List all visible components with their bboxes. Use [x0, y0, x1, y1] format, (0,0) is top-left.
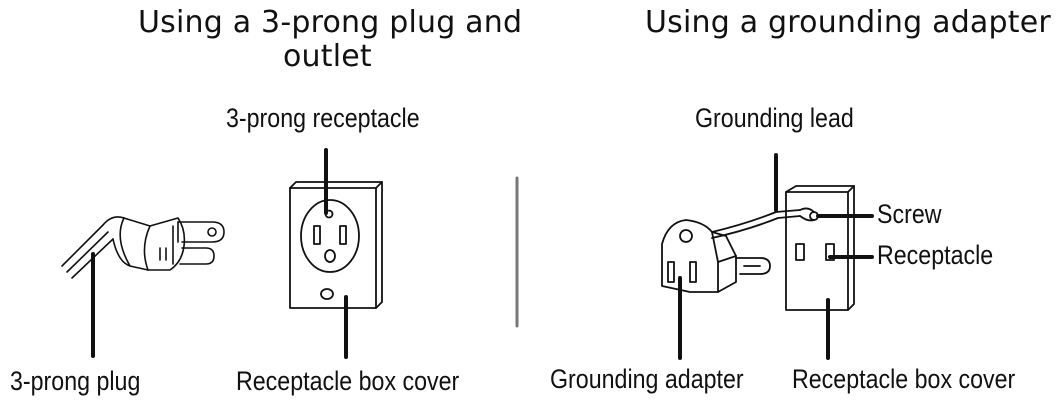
left-panel-title-line1: Using a 3-prong plug and [138, 5, 523, 40]
label-3-prong-receptacle: 3-prong receptacle [226, 103, 420, 133]
grounding-adapter-illustration [661, 209, 801, 293]
label-receptacle: Receptacle [877, 240, 994, 270]
label-screw: Screw [877, 199, 942, 229]
label-receptacle-box-cover-left: Receptacle box cover [236, 366, 460, 396]
label-grounding-lead: Grounding lead [695, 103, 854, 133]
right-panel-title: Using a grounding adapter [645, 5, 1051, 40]
label-3-prong-plug: 3-prong plug [10, 366, 141, 396]
left-panel-title-line2: outlet [283, 39, 372, 74]
left-receptacle-plate [289, 181, 383, 309]
label-grounding-adapter: Grounding adapter [550, 364, 744, 394]
right-receptacle-plate [785, 185, 855, 311]
label-receptacle-box-cover-right: Receptacle box cover [792, 364, 1016, 394]
three-prong-plug-illustration [61, 216, 225, 279]
